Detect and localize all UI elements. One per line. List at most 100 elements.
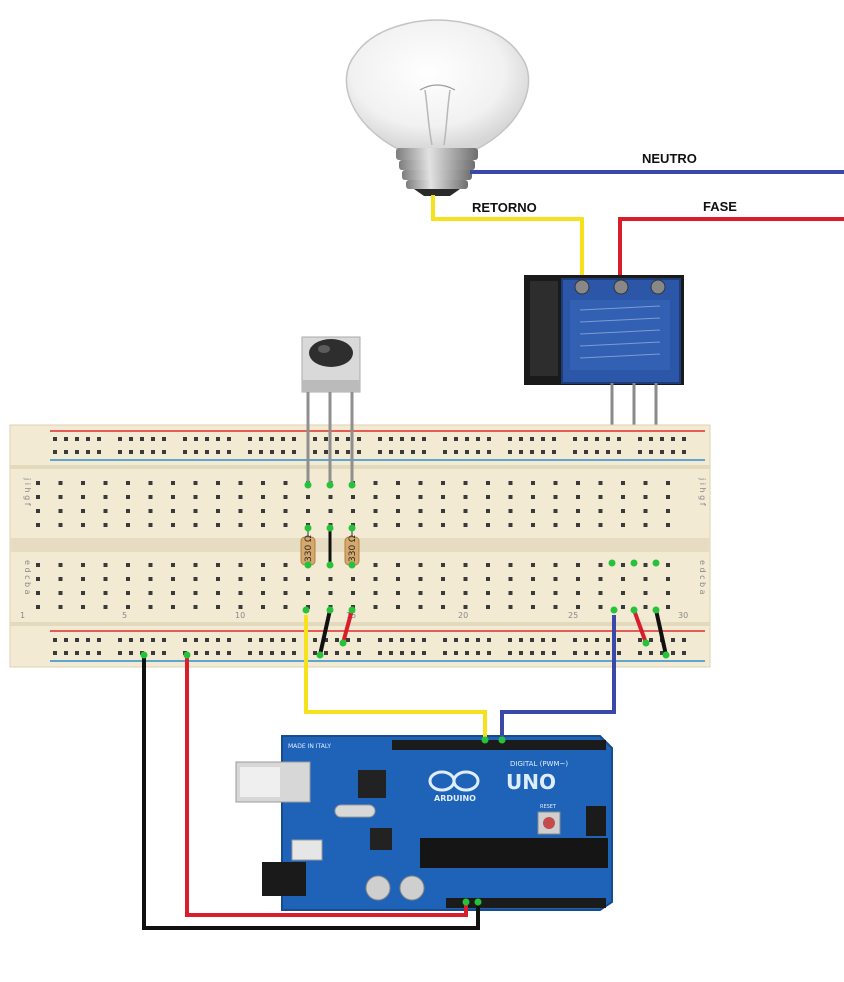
- breadboard-hole: [541, 437, 545, 441]
- breadboard-hole: [194, 450, 198, 454]
- breadboard-hole: [643, 523, 648, 527]
- breadboard-hole: [666, 523, 670, 527]
- breadboard-hole: [261, 509, 265, 513]
- breadboard-hole: [238, 605, 243, 609]
- breadboard-hole: [617, 450, 621, 454]
- breadboard-hole: [396, 509, 400, 513]
- breadboard-hole: [508, 591, 513, 595]
- breadboard-hole: [238, 523, 243, 527]
- breadboard-hole: [378, 651, 382, 655]
- breadboard-hole: [584, 651, 588, 655]
- breadboard-hole: [216, 450, 220, 454]
- breadboard-hole: [463, 591, 468, 595]
- breadboard-hole: [193, 523, 198, 527]
- breadboard-hole: [553, 481, 558, 485]
- breadboard-hole: [576, 509, 580, 513]
- breadboard-hole: [465, 450, 469, 454]
- breadboard-hole: [270, 450, 274, 454]
- breadboard-hole: [441, 591, 445, 595]
- breadboard-hole: [486, 605, 490, 609]
- breadboard-hole: [118, 437, 122, 441]
- breadboard-hole: [58, 577, 63, 581]
- breadboard-hole: [378, 638, 382, 642]
- breadboard-hole: [441, 495, 445, 499]
- breadboard-hole: [573, 450, 577, 454]
- breadboard-hole: [126, 523, 130, 527]
- breadboard-hole: [64, 651, 68, 655]
- breadboard-hole: [396, 577, 400, 581]
- breadboard-hole: [64, 437, 68, 441]
- breadboard-hole: [357, 437, 361, 441]
- breadboard-hole: [476, 651, 480, 655]
- breadboard-hole: [58, 481, 63, 485]
- phase-wire: [618, 217, 844, 280]
- breadboard-hole: [58, 495, 63, 499]
- breadboard-hole: [666, 605, 670, 609]
- breadboard-hole: [103, 481, 108, 485]
- breadboard-hole: [36, 509, 40, 513]
- bb-col-10: 10: [235, 611, 245, 620]
- breadboard-hole: [553, 577, 558, 581]
- breadboard-hole: [270, 638, 274, 642]
- bb-col-30: 30: [678, 611, 688, 620]
- breadboard-hole: [463, 509, 468, 513]
- resistor-1-label: 330 Ω: [304, 535, 314, 562]
- breadboard-hole: [328, 577, 333, 581]
- breadboard-hole: [666, 563, 670, 567]
- breadboard-hole: [36, 563, 40, 567]
- breadboard-hole: [598, 605, 603, 609]
- breadboard-hole: [621, 523, 625, 527]
- breadboard-hole: [531, 523, 535, 527]
- breadboard-hole: [64, 450, 68, 454]
- breadboard-hole: [81, 563, 85, 567]
- breadboard-hole: [508, 481, 513, 485]
- breadboard-hole: [261, 495, 265, 499]
- breadboard-hole: [576, 523, 580, 527]
- breadboard-hole: [576, 563, 580, 567]
- breadboard-hole: [660, 651, 664, 655]
- breadboard-hole: [238, 577, 243, 581]
- jumper-ir-ground: [318, 609, 332, 656]
- breadboard-hole: [346, 651, 350, 655]
- arduino-model: UNO: [506, 770, 556, 794]
- breadboard-hole: [36, 605, 40, 609]
- breadboard-hole: [476, 450, 480, 454]
- breadboard-hole: [487, 651, 491, 655]
- breadboard-hole: [643, 481, 648, 485]
- breadboard-hole: [151, 638, 155, 642]
- breadboard-hole: [248, 437, 252, 441]
- arduino-reset-label: RESET: [540, 804, 557, 810]
- breadboard-hole: [216, 495, 220, 499]
- breadboard-hole: [519, 638, 523, 642]
- connection-nodes: [140, 481, 670, 906]
- breadboard-hole: [81, 481, 85, 485]
- breadboard-hole: [396, 605, 400, 609]
- breadboard-hole: [324, 638, 328, 642]
- arduino-made-in: MADE IN ITALY: [288, 743, 331, 750]
- breadboard-hole: [454, 437, 458, 441]
- breadboard-hole: [126, 481, 130, 485]
- breadboard-hole: [259, 651, 263, 655]
- breadboard-hole: [171, 481, 175, 485]
- breadboard-hole: [606, 651, 610, 655]
- breadboard-hole: [103, 591, 108, 595]
- breadboard-hole: [389, 437, 393, 441]
- breadboard-hole: [36, 523, 40, 527]
- breadboard-hole: [422, 450, 426, 454]
- breadboard-hole: [281, 437, 285, 441]
- breadboard-hole: [396, 495, 400, 499]
- breadboard-hole: [103, 577, 108, 581]
- breadboard-hole: [238, 495, 243, 499]
- breadboard-hole: [259, 450, 263, 454]
- jumper-relay-ground: [654, 609, 668, 656]
- breadboard-hole: [418, 509, 423, 513]
- breadboard-hole: [573, 437, 577, 441]
- breadboard-hole: [171, 591, 175, 595]
- breadboard-hole: [643, 591, 648, 595]
- breadboard-hole: [666, 591, 670, 595]
- breadboard-hole: [270, 437, 274, 441]
- connection-node: [498, 736, 506, 744]
- breadboard-hole: [238, 563, 243, 567]
- breadboard-hole: [281, 450, 285, 454]
- breadboard-hole: [396, 563, 400, 567]
